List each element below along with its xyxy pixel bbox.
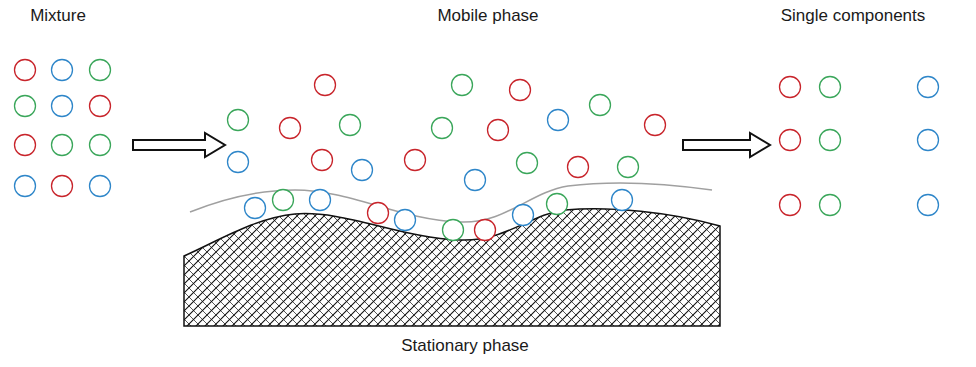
- molecule-circle: [90, 176, 111, 197]
- molecule-circle: [820, 130, 841, 151]
- molecule-circle: [645, 115, 666, 136]
- molecule-circle: [590, 95, 611, 116]
- stationary-phase-boundary: [190, 183, 712, 222]
- phase-label: Single components: [781, 6, 926, 26]
- molecule-circle: [780, 195, 801, 216]
- molecule-circle: [488, 120, 509, 141]
- molecule-circle: [405, 150, 426, 171]
- molecule-circle: [52, 176, 73, 197]
- phase-label: Mixture: [30, 6, 86, 26]
- molecule-group: [15, 60, 939, 241]
- molecule-circle: [513, 205, 534, 226]
- molecule-circle: [340, 115, 361, 136]
- molecule-circle: [52, 60, 73, 81]
- molecule-circle: [245, 198, 266, 219]
- molecule-circle: [918, 195, 939, 216]
- molecule-circle: [618, 157, 639, 178]
- molecule-circle: [310, 190, 331, 211]
- molecule-circle: [395, 210, 416, 231]
- molecule-circle: [432, 118, 453, 139]
- molecule-circle: [548, 110, 569, 131]
- molecule-circle: [612, 190, 633, 211]
- flow-arrow: [133, 133, 225, 157]
- molecule-circle: [352, 160, 373, 181]
- molecule-circle: [15, 60, 36, 81]
- molecule-circle: [517, 153, 538, 174]
- molecule-circle: [510, 80, 531, 101]
- molecule-circle: [280, 118, 301, 139]
- molecule-circle: [15, 176, 36, 197]
- molecule-circle: [475, 220, 496, 241]
- molecule-circle: [780, 77, 801, 98]
- molecule-circle: [273, 190, 294, 211]
- molecule-circle: [780, 130, 801, 151]
- molecule-circle: [312, 150, 333, 171]
- molecule-circle: [315, 75, 336, 96]
- molecule-circle: [443, 220, 464, 241]
- molecule-circle: [820, 77, 841, 98]
- molecule-circle: [228, 152, 249, 173]
- molecule-circle: [568, 157, 589, 178]
- molecule-circle: [90, 60, 111, 81]
- molecule-circle: [52, 96, 73, 117]
- molecule-circle: [52, 135, 73, 156]
- molecule-circle: [228, 110, 249, 131]
- molecule-circle: [547, 194, 568, 215]
- molecule-circle: [452, 75, 473, 96]
- phase-label: Mobile phase: [437, 6, 538, 26]
- molecule-circle: [465, 170, 486, 191]
- molecule-circle: [368, 203, 389, 224]
- molecule-circle: [820, 195, 841, 216]
- molecule-circle: [90, 96, 111, 117]
- flow-arrow: [683, 133, 770, 157]
- molecule-circle: [90, 135, 111, 156]
- phase-label: Stationary phase: [401, 336, 529, 356]
- molecule-circle: [15, 135, 36, 156]
- molecule-circle: [15, 96, 36, 117]
- molecule-circle: [918, 130, 939, 151]
- molecule-circle: [918, 77, 939, 98]
- stationary-phase-solid: [184, 209, 720, 326]
